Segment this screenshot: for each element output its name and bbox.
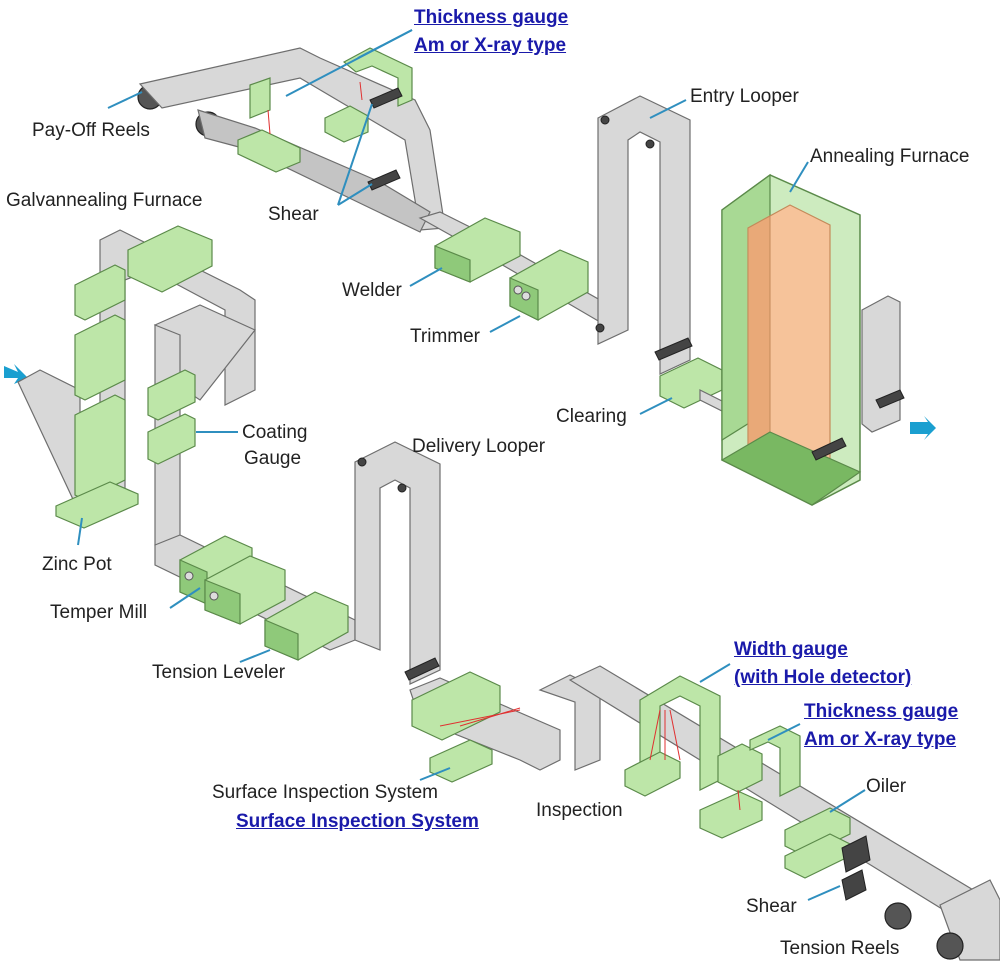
link-surface-inspection-system[interactable]: Surface Inspection System [236,808,479,836]
label-inspection: Inspection [536,800,623,821]
label-tension-reels: Tension Reels [780,938,900,959]
entry-arrow-icon [4,364,28,384]
label-delivery-looper: Delivery Looper [412,436,546,457]
top-shear [367,87,403,191]
label-clearing: Clearing [556,406,627,427]
label-temper-mill: Temper Mill [50,602,148,623]
bottom-thickness-gauge [699,725,801,839]
leader-lines [77,29,866,901]
label-oiler: Oiler [866,776,907,797]
link-thickness-gauge-top[interactable]: Thickness gauge Am or X-ray type [414,4,568,60]
bottom-shear [841,835,871,901]
label-galvannealing-furnace: Galvannealing Furnace [6,190,203,211]
welder-unit [434,217,521,283]
top-thickness-gauge [237,47,413,173]
link-thickness-gauge-bottom-line1[interactable]: Thickness gauge [804,701,959,722]
zinc-pot-unit [55,481,139,529]
galvannealing-furnace-boxes [74,225,213,501]
label-welder: Welder [342,280,402,301]
delivery-looper [354,441,441,685]
surface-inspection-unit [411,671,521,783]
link-thickness-gauge-top-line2[interactable]: Am or X-ray type [414,35,567,56]
link-thickness-gauge-top-line1[interactable]: Thickness gauge [414,7,569,28]
entry-looper [595,95,693,375]
label-entry-looper: Entry Looper [690,86,799,107]
label-shear-bottom: Shear [746,896,797,917]
label-coating-gauge-line2: Gauge [244,448,302,469]
label-trimmer: Trimmer [410,326,480,347]
link-width-gauge-line2[interactable]: (with Hole detector) [734,667,912,688]
link-thickness-gauge-bottom-line2[interactable]: Am or X-ray type [804,729,957,750]
tension-leveler-unit [264,591,349,661]
label-shear-top: Shear [268,204,319,225]
label-pay-off-reels: Pay-Off Reels [32,120,150,141]
width-gauge-unit [624,675,721,797]
link-surface-inspection-system-text[interactable]: Surface Inspection System [236,811,479,832]
link-width-gauge-line1[interactable]: Width gauge [734,639,848,660]
trimmer-unit [509,249,589,321]
coating-gauge-boxes [147,369,196,465]
label-surface-inspection: Surface Inspection System [212,782,438,803]
annealing-furnace [720,173,905,506]
link-thickness-gauge-bottom[interactable]: Thickness gauge Am or X-ray type [804,698,958,754]
label-coating-gauge-line1: Coating [242,422,308,443]
temper-mill-unit [179,535,286,625]
tension-reels [884,902,964,960]
exit-arrow-icon [910,416,936,440]
label-zinc-pot: Zinc Pot [42,554,112,575]
label-annealing-furnace: Annealing Furnace [810,146,970,167]
label-tension-leveler: Tension Leveler [152,662,286,683]
link-width-gauge[interactable]: Width gauge (with Hole detector) [734,636,911,692]
